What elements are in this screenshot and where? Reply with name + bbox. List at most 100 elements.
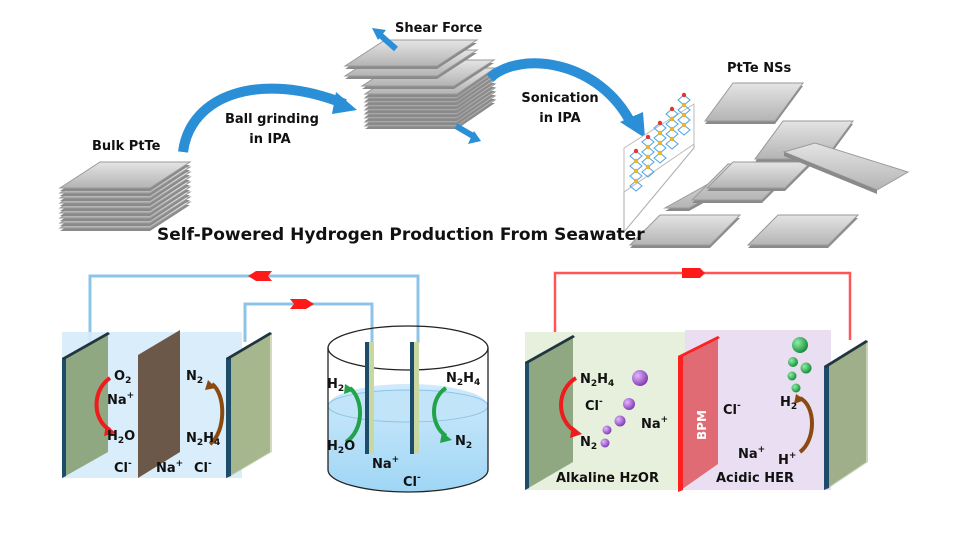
bulk-ptte-label: Bulk PtTe <box>92 139 161 154</box>
ball-grinding-arrowhead <box>332 92 357 114</box>
lattice-bond <box>653 142 667 154</box>
green-bubble <box>788 357 798 367</box>
pt-atom <box>645 154 651 160</box>
pt-atom <box>645 164 651 170</box>
bpm-label: BPM <box>694 410 709 440</box>
sonication-line1: Sonication <box>521 91 599 106</box>
cell2-na-left: Na+ <box>641 415 669 432</box>
nanosheet <box>746 214 860 246</box>
lattice-bond <box>677 94 691 106</box>
pt-atom <box>633 178 639 184</box>
cell1-na-bottom: Na+ <box>156 459 184 476</box>
lattice-bond <box>665 108 679 120</box>
ball-grinding-label: Ball grinding in IPA <box>225 113 319 147</box>
te-atom <box>681 92 687 98</box>
lattice-bond <box>641 166 655 178</box>
cell1-membrane <box>138 330 180 478</box>
cell2-cl-right: Cl- <box>723 401 741 418</box>
pt-atom <box>681 102 687 108</box>
pt-atom <box>633 158 639 164</box>
cell2-h2: H2 <box>780 395 798 412</box>
beaker-n2: N2 <box>455 434 473 451</box>
te-atom <box>669 106 675 112</box>
acidic-her-label: Acidic HER <box>716 471 794 486</box>
cell2-left-electrode <box>525 335 573 490</box>
cell2-n2: N2 <box>580 435 598 452</box>
bpm-membrane <box>678 336 718 492</box>
te-atom <box>657 120 663 126</box>
beaker-top <box>327 325 489 371</box>
lattice-bond <box>677 124 691 136</box>
lattice-bond <box>629 160 643 172</box>
pt-atom <box>681 112 687 118</box>
sonication-line2: in IPA <box>539 111 581 126</box>
sheared-stack <box>343 39 497 129</box>
cell2-current-marker <box>682 268 705 278</box>
cell2-brown-arrow <box>798 396 814 454</box>
ptte-nanosheets <box>628 82 910 248</box>
cell2-na-right: Na+ <box>738 445 766 462</box>
purple-bubble <box>602 425 612 435</box>
lattice-bond <box>665 118 679 130</box>
shear-arrowhead-up <box>372 28 386 40</box>
lattice-bond <box>677 104 691 116</box>
cell1-na-top: Na+ <box>107 391 135 408</box>
nanosheet <box>704 82 804 122</box>
sonication-label: Sonication in IPA <box>515 92 605 125</box>
shear-arrowhead-down <box>468 131 481 144</box>
te-atom <box>633 148 639 154</box>
cell1-h2o: H2O <box>107 429 136 446</box>
lattice-bond <box>677 114 691 126</box>
green-bubble <box>792 337 808 353</box>
cell1-n2: N2 <box>186 369 204 386</box>
shear-force-label: Shear Force <box>395 21 483 36</box>
bulk-ptte-stack <box>58 161 192 231</box>
beaker-na: Na+ <box>372 455 400 472</box>
purple-bubble <box>600 438 610 448</box>
beaker-n2h4: N2H4 <box>446 371 481 388</box>
ptte-lattice-sheet <box>623 92 695 234</box>
cell1-cl-left: Cl- <box>114 459 132 476</box>
green-bubble <box>787 371 797 381</box>
lattice-bond <box>629 180 643 192</box>
pt-atom <box>657 130 663 136</box>
pt-atom <box>669 116 675 122</box>
ptte-nss-label: PtTe NSs <box>727 61 792 76</box>
ball-grinding-arrow <box>178 83 347 153</box>
lattice-bond <box>629 150 643 162</box>
cell1-cl-right: Cl- <box>194 459 212 476</box>
nanosheet-edge <box>784 152 877 194</box>
beaker-right-electrode <box>410 342 419 454</box>
lattice-bond <box>641 156 655 168</box>
lattice-bond <box>653 132 667 144</box>
pt-atom <box>669 136 675 142</box>
beaker-h2o: H2O <box>327 439 356 456</box>
purple-bubble <box>614 415 626 427</box>
alkaline-hzor-label: Alkaline HzOR <box>556 471 659 486</box>
lattice-bond <box>653 152 667 164</box>
lattice-bond <box>641 136 655 148</box>
cell2-hplus: H+ <box>778 451 797 468</box>
purple-bubble <box>623 398 635 410</box>
lattice-bond <box>641 146 655 158</box>
diagram-title: Self-Powered Hydrogen Production From Se… <box>157 225 645 245</box>
pt-atom <box>633 168 639 174</box>
cell2-cl-left: Cl- <box>585 397 603 414</box>
sonication-arrowhead <box>620 112 645 138</box>
pt-atom <box>645 144 651 150</box>
current-marker-outer <box>248 271 272 281</box>
stack-sheet <box>343 39 479 67</box>
lattice-bond <box>629 170 643 182</box>
pt-atom <box>669 126 675 132</box>
nanosheet <box>782 142 910 191</box>
lattice-bond <box>653 122 667 134</box>
green-bubble <box>800 362 812 374</box>
nanosheet <box>628 214 742 246</box>
bulk-sheet <box>58 161 192 189</box>
nanosheet <box>705 161 813 189</box>
ball-grinding-line2: in IPA <box>249 132 291 147</box>
beaker-cl: Cl- <box>403 473 421 490</box>
beaker-green-arrow-left <box>344 386 363 444</box>
